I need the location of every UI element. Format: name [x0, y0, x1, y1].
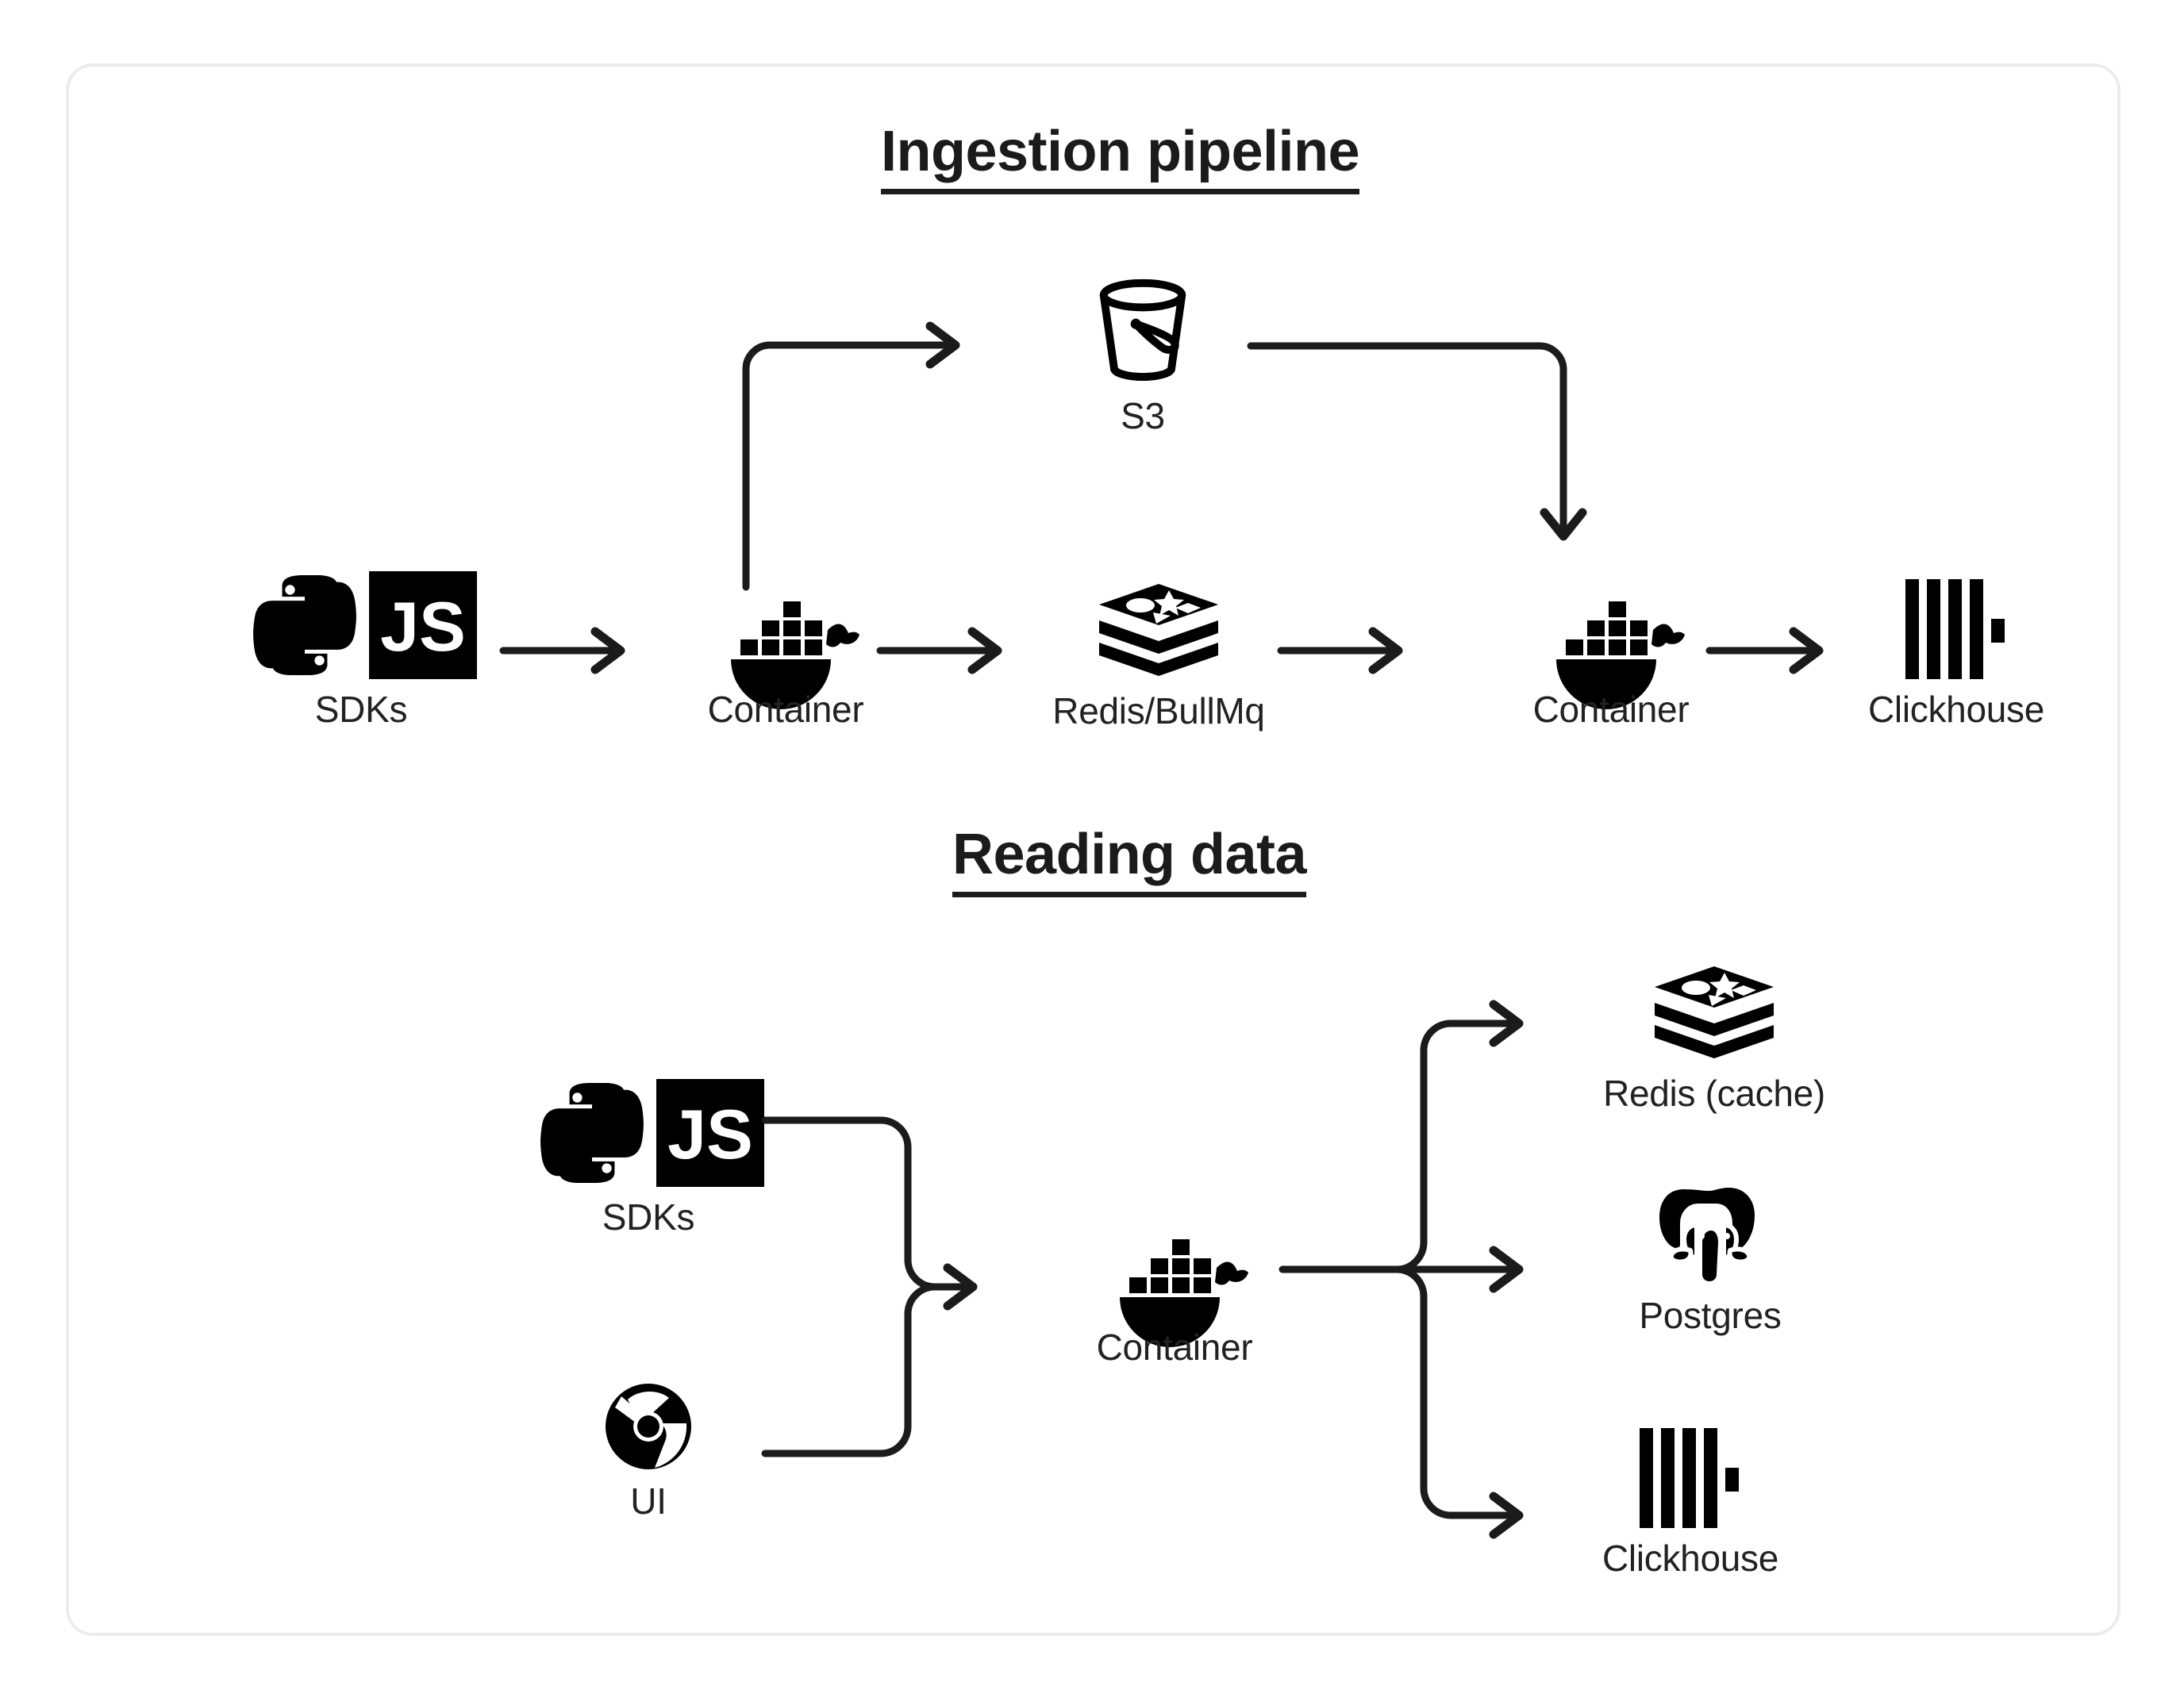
diagram-card: [66, 63, 2121, 1636]
node-container-1[interactable]: Container: [659, 584, 913, 728]
node-sdks[interactable]: JS SDKs: [245, 571, 477, 730]
node-label: Redis/BullMq: [1052, 690, 1265, 731]
node-label: Container: [707, 689, 864, 730]
node-container-3[interactable]: Container: [1048, 1222, 1302, 1366]
node-label: SDKs: [314, 689, 408, 730]
js-badge-text: JS: [667, 1095, 753, 1173]
node-label: Clickhouse: [1602, 1538, 1778, 1579]
arrow-container-branches: [1278, 1000, 1524, 1539]
node-redis-cache[interactable]: Redis (cache): [1555, 966, 1873, 1112]
section-title-reading-text: Reading data: [952, 822, 1307, 897]
node-sdks-2[interactable]: JS SDKs: [533, 1079, 764, 1238]
python-js-sdk-icon: JS: [533, 1079, 764, 1187]
arrow-s3-to-container: [1247, 342, 1587, 541]
arrow-sdks-to-container: [499, 627, 625, 674]
arrow-container-to-clickhouse: [1705, 627, 1824, 674]
node-label: Postgres: [1639, 1295, 1782, 1336]
docker-whale-icon: [1105, 1222, 1248, 1347]
node-ui[interactable]: UI: [565, 1382, 732, 1520]
javascript-icon: JS: [369, 571, 477, 679]
section-title-ingestion-text: Ingestion pipeline: [881, 119, 1360, 194]
arrow-container-to-s3: [742, 321, 960, 591]
arrow-sources-merge-to-container: [761, 1116, 978, 1457]
node-clickhouse[interactable]: Clickhouse: [1833, 579, 2079, 728]
chrome-browser-icon: [604, 1382, 693, 1471]
node-clickhouse-2[interactable]: Clickhouse: [1567, 1428, 1813, 1577]
node-s3[interactable]: S3: [1052, 276, 1234, 435]
python-js-sdk-icon: JS: [245, 571, 477, 679]
node-label: Redis (cache): [1603, 1073, 1825, 1114]
node-label: SDKs: [602, 1196, 695, 1238]
python-icon: [253, 574, 356, 676]
node-postgres[interactable]: Postgres: [1579, 1174, 1841, 1334]
redis-stack-icon: [1099, 584, 1218, 681]
node-container-2[interactable]: Container: [1484, 584, 1738, 728]
clickhouse-bars-icon: [1904, 579, 2009, 679]
docker-whale-icon: [717, 584, 859, 709]
section-title-reading: Reading data: [952, 822, 1307, 897]
javascript-icon: JS: [656, 1079, 764, 1187]
postgres-elephant-icon: [1651, 1174, 1770, 1286]
redis-stack-icon: [1655, 966, 1774, 1063]
section-title-ingestion: Ingestion pipeline: [881, 119, 1360, 194]
js-badge-text: JS: [380, 587, 466, 666]
node-label: UI: [630, 1480, 667, 1522]
node-label: S3: [1121, 395, 1165, 436]
node-label: Container: [1096, 1327, 1253, 1368]
docker-whale-icon: [1542, 584, 1685, 709]
arrow-container-to-redis: [876, 627, 1002, 674]
arrow-redis-to-container: [1277, 627, 1403, 674]
node-label: Container: [1532, 689, 1690, 730]
clickhouse-bars-icon: [1638, 1428, 1743, 1528]
s3-bucket-icon: [1090, 276, 1195, 386]
node-redis-bullmq[interactable]: Redis/BullMq: [1024, 584, 1294, 730]
node-label: Clickhouse: [1868, 689, 2044, 730]
python-icon: [540, 1082, 644, 1184]
